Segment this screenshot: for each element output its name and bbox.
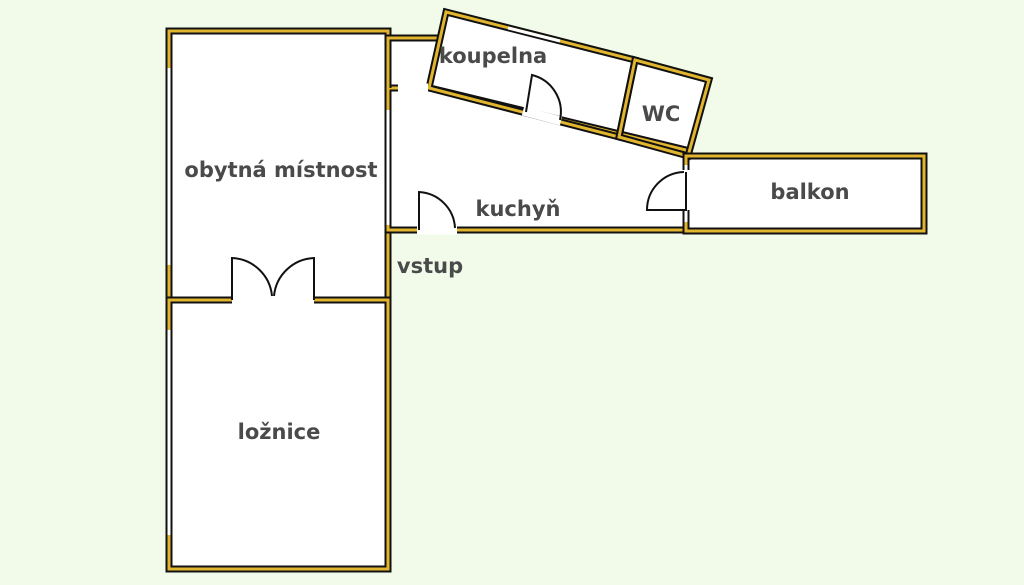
door-balcony bbox=[645, 171, 687, 211]
wc-area bbox=[620, 64, 706, 153]
label-bathroom: koupelna bbox=[439, 44, 547, 68]
door-living-bedroom-right bbox=[273, 256, 315, 300]
label-wc: WC bbox=[642, 102, 681, 126]
label-entrance: vstup bbox=[397, 254, 463, 278]
balcony-area bbox=[688, 158, 922, 229]
label-balcony: balkon bbox=[770, 180, 849, 204]
room-labels: obytná místnost kuchyň koupelna WC balko… bbox=[184, 44, 849, 444]
window-bathroom-top bbox=[507, 26, 561, 43]
label-living-room: obytná místnost bbox=[184, 158, 377, 182]
label-kitchen: kuchyň bbox=[476, 197, 561, 221]
bedroom-area bbox=[171, 300, 386, 567]
living-room-area bbox=[171, 33, 386, 298]
door-entrance bbox=[418, 190, 456, 230]
label-bedroom: ložnice bbox=[238, 420, 321, 444]
door-bathroom bbox=[525, 73, 562, 121]
room-fills bbox=[171, 15, 922, 567]
door-living-bedroom-left bbox=[231, 256, 273, 300]
doors bbox=[231, 73, 691, 305]
kitchen-area bbox=[389, 90, 684, 229]
